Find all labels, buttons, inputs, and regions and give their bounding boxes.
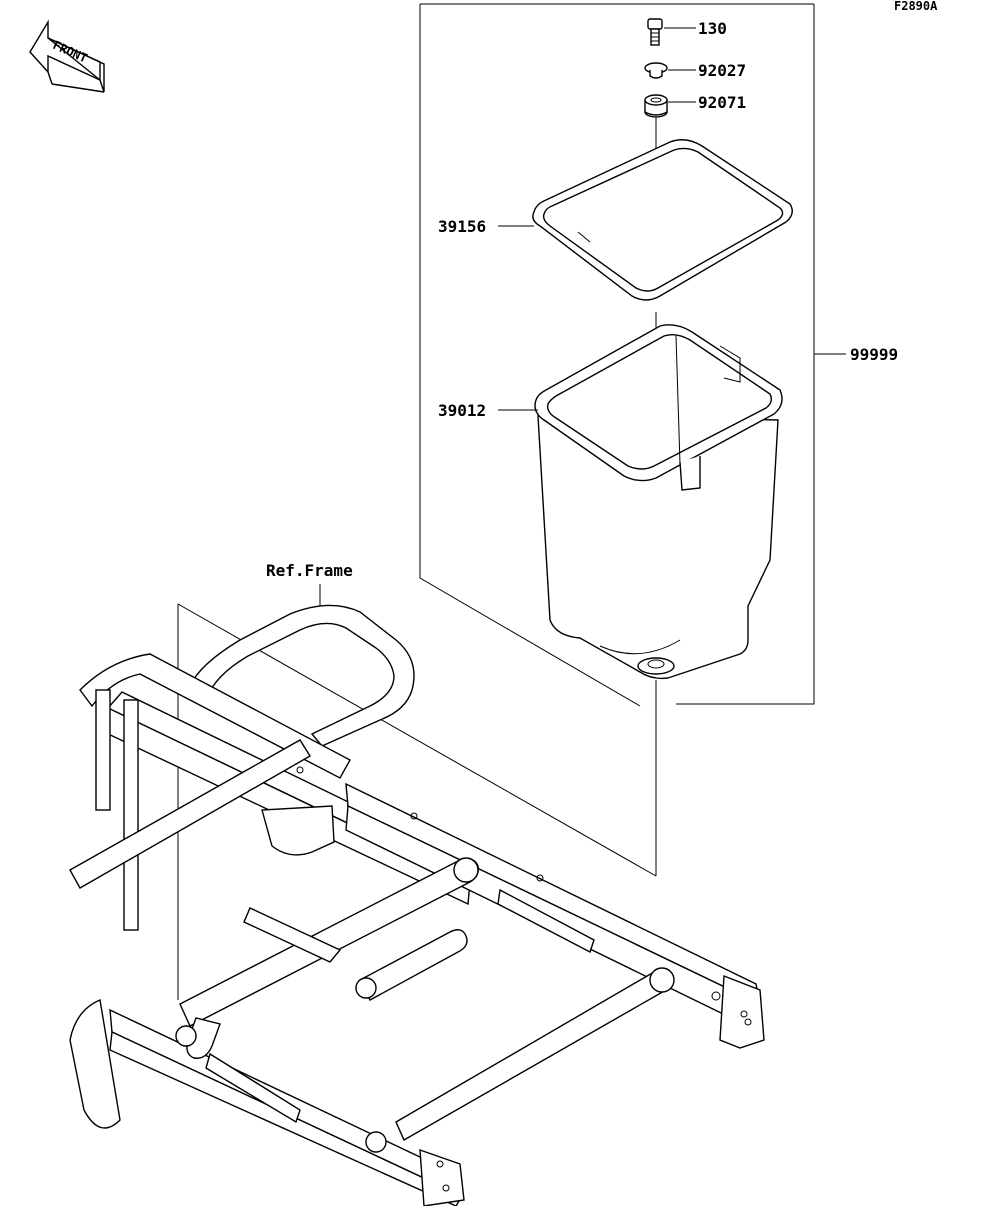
callout-99999: 99999 — [850, 345, 898, 364]
callout-130: 130 — [698, 19, 727, 38]
grommet-92071-icon — [644, 94, 668, 118]
storage-box-39012-icon — [534, 324, 783, 680]
washer-92027-icon — [644, 62, 668, 79]
callout-39156: 39156 — [438, 217, 486, 236]
callout-92071: 92071 — [698, 93, 746, 112]
seal-39156-icon — [532, 139, 793, 301]
assembly-bracket — [419, 3, 846, 707]
figure-code: F2890A — [894, 0, 938, 13]
vehicle-frame-illustration — [69, 604, 765, 1206]
callout-92027: 92027 — [698, 61, 746, 80]
callout-ref-frame: Ref.Frame — [266, 561, 353, 580]
callout-39012: 39012 — [438, 401, 486, 420]
front-arrow-icon: FRONT — [29, 19, 105, 93]
bolt-130-icon — [647, 18, 663, 46]
